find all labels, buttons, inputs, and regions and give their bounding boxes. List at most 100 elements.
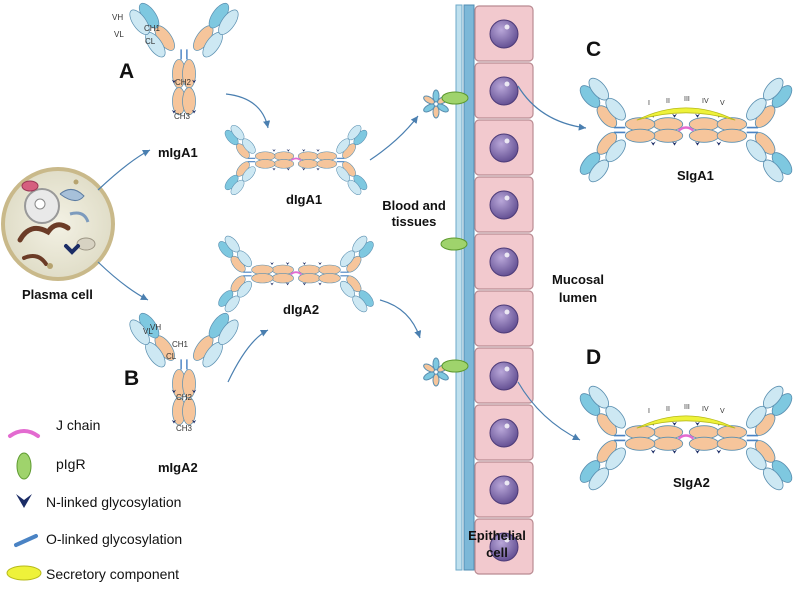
sc-domain-label: II [666,98,670,105]
hinge [180,359,188,370]
monomer-left [579,385,684,491]
domain-cl-a2: CL [166,352,177,361]
vl-domain [588,385,610,409]
complex-domain [423,95,435,105]
fc-domain [271,273,294,284]
monomer-right [688,77,793,183]
migA2-antibody [129,312,239,426]
epithelial-cell [474,119,534,176]
panel-label-a: A [119,60,135,83]
complex-domain [432,105,440,119]
fc-domain [652,436,684,451]
vl-domain [588,159,610,183]
digA1-antibody [224,124,368,196]
legend-icons [6,429,42,581]
fc-domain [297,159,319,169]
n-glycan [716,141,722,146]
n-glycan-icon [16,494,32,508]
fab-right [129,312,175,368]
sc-domain-label: II [666,406,670,413]
domain-ch3-a1: CH3 [174,112,191,121]
fab-arm [579,385,626,436]
fab-arm [746,440,793,491]
nucleolus [504,252,510,258]
sc-domain-label: IV [702,406,709,413]
fc-domain [688,128,720,143]
arrow-cell-to-migA1 [97,149,151,191]
n-glycan [316,149,320,152]
blood-line2: tissues [391,214,437,229]
n-glycan [695,449,700,454]
n-glycan [285,262,290,265]
fab-arm [746,132,793,183]
plasma-cell [1,167,115,281]
ch3-domain [182,87,196,116]
nucleus [489,418,519,448]
n-glycan [191,419,197,424]
epithelial-cell [474,5,534,62]
nucleus [489,190,519,220]
fc-domain [273,159,295,169]
nucleolus [504,24,510,30]
nucleus [489,133,519,163]
epithelial-cell [474,290,534,347]
fab-arm [336,161,368,196]
n-glycan [695,421,700,426]
complex-domain [423,371,435,381]
nucleus [489,361,519,391]
digA1-pigr-complex [423,89,449,119]
fab-arm [336,124,368,159]
hinge [746,126,759,134]
secretory-component [636,415,736,429]
fc-domain [624,436,656,451]
fc-domain [688,436,720,451]
hinge [613,434,626,442]
arrow-migA1-to-digA1 [225,93,271,129]
epithelial-cell [474,176,534,233]
fc-domain [716,128,748,143]
nucleolus [504,480,510,486]
epithelial-cell [474,347,534,404]
fab-arm [746,385,793,436]
fab-arm [224,124,256,159]
domain-vh-a1: VH [112,13,124,22]
hinge [243,271,252,277]
vl-domain [129,319,150,345]
fab-arm [579,440,626,491]
epithelial-cell [474,233,534,290]
vl-domain [218,9,239,35]
fab-arm [339,235,374,273]
label-epithelial-cell: Epithelial cell [462,527,532,561]
hinge [746,434,759,442]
fab-arm [579,132,626,183]
fc-domain [716,436,748,451]
vl-domain [230,179,245,196]
complex-domain [437,371,449,381]
antibody-layer [129,2,793,491]
fc-domain [652,128,684,143]
j-chain [678,434,694,440]
fc-domain [316,159,337,169]
sc-domain-label: V [720,408,725,415]
nucleus [489,247,519,277]
fab-arm [218,275,253,313]
sigA1-antibody [579,77,793,183]
domain-vh-a2: VH [150,323,162,332]
panel-label-c: C [586,38,602,61]
hinge [247,157,256,163]
legend-n-glycosylation: N-linked glycosylation [46,494,182,510]
legend-o-glycosylation: O-linked glycosylation [46,531,183,547]
fab-arm [746,77,793,128]
epithelial-line1: Epithelial [468,528,526,543]
fc-domain [624,128,656,143]
nucleolus [504,537,510,543]
nucleus [489,475,519,505]
nucleus [489,19,519,49]
transport-arrows [97,85,587,441]
nucleus [489,304,519,334]
nucleus [489,532,519,562]
sc-domain-label: III [684,96,690,103]
basolateral-membrane [463,4,475,571]
fab-left [193,2,239,58]
arrow-cell-to-migA2 [97,261,149,301]
